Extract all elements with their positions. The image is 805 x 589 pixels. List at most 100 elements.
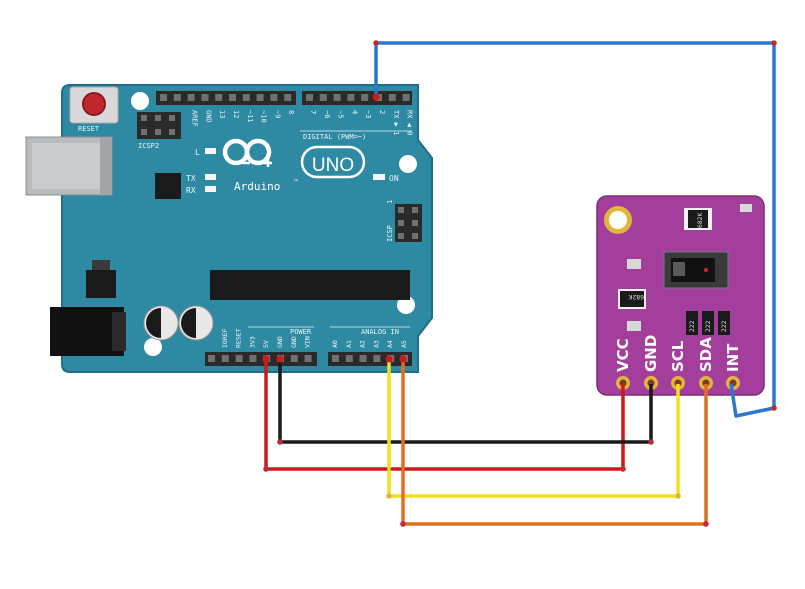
analog-header (328, 352, 412, 366)
icsp2-label: ICSP2 (138, 142, 159, 150)
mount-hole (131, 92, 149, 110)
analog-pin-label: A5 (400, 340, 408, 348)
power-label: POWER (290, 328, 312, 336)
analog-label: ANALOG IN (361, 328, 399, 336)
pin-hole (361, 94, 369, 101)
pin-hole (388, 94, 396, 101)
pin-hole (332, 355, 339, 362)
wire-scl (387, 360, 680, 498)
pin-hole (359, 355, 367, 362)
led-l-label: L (195, 148, 200, 157)
pin-hole (306, 94, 313, 101)
bottom-pin-holes (208, 355, 408, 362)
power-pin-label: VIN (304, 336, 312, 348)
brand-tm: ™ (293, 179, 299, 186)
sensor-mount-hole-inner (609, 211, 627, 229)
smd-part (627, 321, 641, 331)
pin-hole (304, 355, 312, 362)
reset-button (69, 86, 119, 124)
wires (262, 40, 777, 527)
analog-pin-label: A3 (372, 340, 380, 348)
top-pin-label: 13 (218, 110, 226, 118)
power-pin-label: RESET (235, 328, 243, 348)
led-on (373, 174, 385, 180)
power-pin-label: GND (290, 336, 298, 348)
led-tx-label: TX (186, 174, 196, 183)
digital-label: DIGITAL (PWM=~) (303, 133, 366, 141)
led-on-label: ON (389, 174, 399, 183)
top-pin-label: 2 (378, 110, 386, 114)
power-header (205, 352, 317, 366)
pin-hole (345, 355, 353, 362)
arduino-logo (222, 138, 366, 179)
pin-hole (256, 94, 264, 101)
brand-text: Arduino (234, 180, 280, 193)
reset-label: RESET (78, 125, 100, 133)
sensor-pin-label-sda: SDA (697, 337, 715, 372)
top-pin-label: ~10 (260, 110, 268, 123)
icsp-pin1: 1 (386, 200, 394, 204)
pin-hole (249, 355, 257, 362)
power-jack (50, 307, 126, 356)
uno-logo-text: UNO (312, 155, 354, 176)
sensor-pin-label-vcc: VCC (614, 338, 632, 372)
board-body (61, 84, 433, 373)
digital-header-right (302, 91, 412, 105)
resistor-222-label: 222 (689, 320, 696, 332)
resistor-222 (686, 311, 698, 335)
top-pin-label: ~11 (246, 110, 254, 123)
resistor-222-label: 222 (705, 320, 712, 332)
capacitor (143, 305, 179, 341)
sensor-pin-labels: VCC GND SCL SDA INT (614, 335, 742, 372)
top-pin-label: AREF (191, 110, 199, 127)
resistor-222 (718, 311, 730, 335)
usb-chip (155, 173, 181, 199)
sensor-chip (663, 251, 729, 289)
sensor-pin-label-scl: SCL (669, 340, 687, 372)
sensor-pin-label-gnd: GND (642, 335, 660, 372)
resistor-top (684, 208, 712, 230)
capacitor (178, 305, 214, 341)
top-pin-label: 4 (350, 110, 358, 114)
wire-vcc (264, 360, 625, 471)
pin-hole (173, 94, 181, 101)
resistor-mid (618, 289, 646, 309)
mount-hole (399, 155, 417, 173)
mount-hole (144, 338, 162, 356)
power-pin-label: IOREF (221, 328, 229, 348)
icsp-header (395, 204, 422, 242)
top-pin-label: TX ▶ 1 (392, 110, 400, 135)
pin-hole (235, 355, 243, 362)
pin-hole (242, 94, 250, 101)
pin-hole (290, 355, 298, 362)
top-pin-label: GND (204, 110, 212, 123)
pin-hole (373, 355, 381, 362)
pin-hole (229, 94, 236, 101)
power-pin-label: 5V (262, 340, 270, 348)
sensor-board (596, 195, 765, 396)
header-connection-dots (262, 93, 407, 363)
resistor-222 (702, 311, 714, 335)
mount-hole (397, 296, 415, 314)
sensor-pin-label-int: INT (724, 343, 742, 372)
microcontroller-chip (210, 270, 410, 300)
icsp-label: ICSP (386, 225, 394, 242)
pin-hole (160, 94, 167, 101)
pin-hole (347, 94, 355, 101)
resistor-mid-label: 682K (628, 293, 644, 300)
power-pin-label: 3V3 (248, 336, 256, 348)
pin-hole (402, 94, 410, 101)
voltage-regulator (86, 260, 116, 298)
led-rx (205, 186, 216, 192)
pin-hole (333, 94, 341, 101)
analog-pin-label: A1 (345, 340, 353, 348)
wire-int (374, 41, 776, 418)
top-pin-label: 8 (287, 110, 295, 114)
top-pin-label: ~9 (273, 110, 281, 118)
analog-pin-label: A4 (386, 340, 394, 348)
